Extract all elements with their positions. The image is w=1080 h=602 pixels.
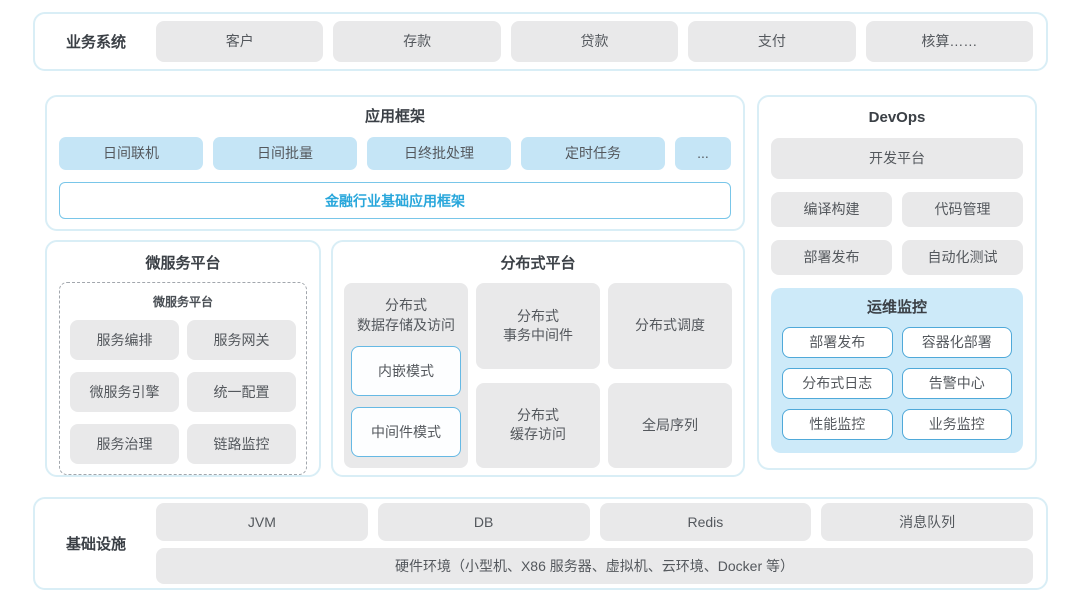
infrastructure-item: JVM bbox=[156, 503, 368, 541]
business-item: 核算…… bbox=[865, 21, 1034, 62]
app-framework-item: 日终批处理 bbox=[367, 137, 511, 170]
microservice-grid: 服务编排 服务网关 微服务引擎 统一配置 服务治理 链路监控 bbox=[70, 320, 296, 464]
app-framework-row: 日间联机 日间批量 日终批处理 定时任务 ... bbox=[59, 137, 731, 170]
devops-item: 自动化测试 bbox=[902, 240, 1023, 275]
app-framework-item: 日间联机 bbox=[59, 137, 203, 170]
storage-mode-box: 内嵌模式 bbox=[351, 346, 461, 396]
monitoring-item: 分布式日志 bbox=[782, 368, 893, 399]
devops-grid: 编译构建 代码管理 部署发布 自动化测试 bbox=[771, 192, 1023, 275]
business-systems-row: 客户 存款 贷款 支付 核算…… bbox=[156, 21, 1034, 62]
distributed-item: 分布式 事务中间件 bbox=[476, 283, 600, 369]
microservice-item: 服务编排 bbox=[70, 320, 179, 360]
monitoring-item: 部署发布 bbox=[782, 327, 893, 358]
app-framework-item: 定时任务 bbox=[521, 137, 665, 170]
app-framework-section: 应用框架 日间联机 日间批量 日终批处理 定时任务 ... 金融行业基础应用框架 bbox=[45, 95, 745, 231]
distributed-platform-title: 分布式平台 bbox=[500, 255, 576, 272]
distributed-right-column: 分布式调度 全局序列 bbox=[608, 283, 732, 468]
business-item: 存款 bbox=[333, 21, 501, 62]
distributed-item: 分布式 缓存访问 bbox=[476, 382, 600, 468]
infrastructure-rows: JVM DB Redis 消息队列 硬件环境（小型机、X86 服务器、虚拟机、云… bbox=[156, 503, 1033, 584]
microservice-item: 服务网关 bbox=[187, 320, 296, 360]
app-framework-item: 日间批量 bbox=[213, 137, 357, 170]
distributed-storage-label: 分布式 数据存储及访问 bbox=[357, 297, 455, 333]
ops-monitoring-title: 运维监控 bbox=[866, 299, 927, 316]
app-framework-title: 应用框架 bbox=[364, 108, 425, 125]
devops-platform-box: 开发平台 bbox=[771, 138, 1023, 179]
infrastructure-label: 基础设施 bbox=[65, 536, 126, 553]
hardware-environment-box: 硬件环境（小型机、X86 服务器、虚拟机、云环境、Docker 等） bbox=[156, 548, 1033, 584]
microservice-inner-container: 微服务平台 服务编排 服务网关 微服务引擎 统一配置 服务治理 链路监控 bbox=[59, 282, 307, 475]
business-systems-section: 业务系统 客户 存款 贷款 支付 核算…… bbox=[33, 12, 1048, 71]
distributed-storage-box: 分布式 数据存储及访问 内嵌模式 中间件模式 bbox=[344, 283, 468, 468]
microservice-platform-title: 微服务平台 bbox=[145, 255, 221, 272]
business-item: 客户 bbox=[156, 21, 324, 62]
distributed-body: 分布式 数据存储及访问 内嵌模式 中间件模式 分布式 事务中间件 分布式 缓存访… bbox=[344, 283, 732, 468]
business-systems-label: 业务系统 bbox=[65, 34, 126, 51]
ops-monitoring-grid: 部署发布 容器化部署 分布式日志 告警中心 性能监控 业务监控 bbox=[782, 327, 1012, 440]
monitoring-item: 容器化部署 bbox=[901, 327, 1012, 358]
business-item: 支付 bbox=[688, 21, 856, 62]
microservice-item: 服务治理 bbox=[70, 424, 179, 464]
microservice-item: 微服务引擎 bbox=[70, 372, 179, 412]
infrastructure-item: Redis bbox=[599, 503, 812, 541]
devops-item: 编译构建 bbox=[771, 192, 892, 227]
devops-title: DevOps bbox=[868, 109, 926, 126]
infrastructure-section: 基础设施 JVM DB Redis 消息队列 硬件环境（小型机、X86 服务器、… bbox=[33, 497, 1048, 590]
distributed-middle-column: 分布式 事务中间件 分布式 缓存访问 bbox=[476, 283, 600, 468]
devops-item: 代码管理 bbox=[902, 192, 1023, 227]
business-item: 贷款 bbox=[510, 21, 679, 62]
ops-monitoring-panel: 运维监控 部署发布 容器化部署 分布式日志 告警中心 性能监控 业务监控 bbox=[771, 288, 1023, 453]
infrastructure-item: DB bbox=[377, 503, 590, 541]
storage-mode-box: 中间件模式 bbox=[351, 407, 461, 457]
devops-section: DevOps 开发平台 编译构建 代码管理 部署发布 自动化测试 运维监控 部署… bbox=[757, 95, 1037, 470]
infrastructure-item: 消息队列 bbox=[821, 503, 1033, 541]
app-framework-item-more: ... bbox=[675, 137, 731, 170]
monitoring-item: 性能监控 bbox=[782, 409, 893, 440]
monitoring-item: 业务监控 bbox=[901, 409, 1012, 440]
devops-item: 部署发布 bbox=[771, 240, 892, 275]
distributed-platform-section: 分布式平台 分布式 数据存储及访问 内嵌模式 中间件模式 分布式 事务中间件 分… bbox=[331, 240, 745, 477]
microservice-item: 统一配置 bbox=[187, 372, 296, 412]
microservice-platform-section: 微服务平台 微服务平台 服务编排 服务网关 微服务引擎 统一配置 服务治理 链路… bbox=[45, 240, 321, 477]
base-framework-box: 金融行业基础应用框架 bbox=[59, 182, 731, 219]
distributed-item: 全局序列 bbox=[608, 382, 732, 468]
distributed-item: 分布式调度 bbox=[608, 283, 732, 369]
microservice-item: 链路监控 bbox=[187, 424, 296, 464]
monitoring-item: 告警中心 bbox=[901, 368, 1012, 399]
infrastructure-row: JVM DB Redis 消息队列 bbox=[156, 503, 1033, 541]
microservice-inner-label: 微服务平台 bbox=[152, 295, 213, 309]
